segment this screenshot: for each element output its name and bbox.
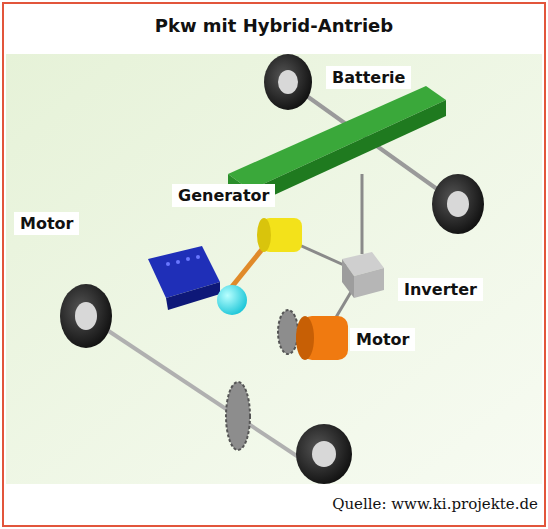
part-label: Motor xyxy=(14,212,79,235)
source-caption: Quelle: www.ki.projekte.de xyxy=(332,495,538,513)
part-label: Batterie xyxy=(326,66,411,89)
part-label: Generator xyxy=(172,184,275,207)
diagram-title: Pkw mit Hybrid-Antrieb xyxy=(4,15,544,36)
part-label: Inverter xyxy=(398,278,483,301)
hybrid-car-illustration xyxy=(6,54,542,484)
part-label: Motor xyxy=(350,328,415,351)
